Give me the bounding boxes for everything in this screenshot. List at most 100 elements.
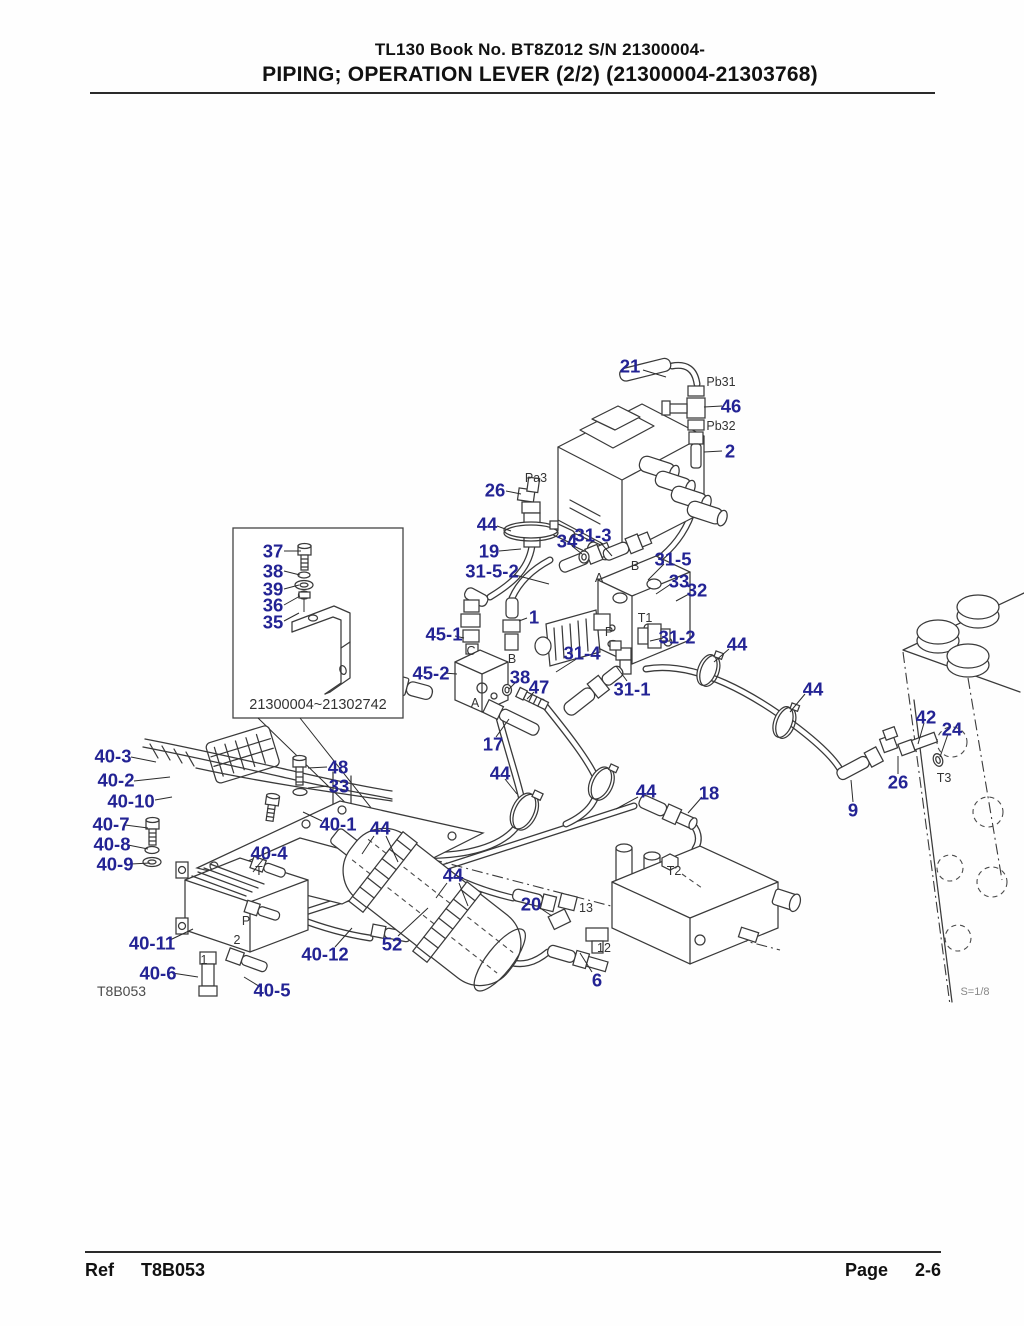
- callout-33: 33: [329, 776, 350, 797]
- port-Pb32: Pb32: [706, 419, 735, 433]
- drawing-ref: T8B053: [97, 983, 146, 999]
- callout-47: 47: [529, 677, 550, 698]
- page-footer: Ref T8B053 Page 2-6: [85, 1251, 941, 1281]
- fitting-chain-9-26-42-24: [836, 725, 944, 781]
- callout-31-4: 31-4: [563, 643, 601, 664]
- centerlines: [349, 651, 1003, 1006]
- callout-32: 32: [687, 580, 708, 601]
- fitting-chain-20-13-12-6: [511, 888, 609, 973]
- callout-35: 35: [263, 612, 284, 633]
- callout-9: 9: [848, 800, 858, 821]
- callout-34: 34: [557, 531, 578, 552]
- fitting-40-5: [224, 947, 268, 973]
- port-T3: T3: [937, 771, 952, 785]
- callout-45-2: 45-2: [412, 663, 449, 684]
- callout-40-6: 40-6: [139, 963, 176, 984]
- band-clamp: [411, 880, 483, 964]
- section-title: PIPING; OPERATION LEVER (2/2) (21300004-…: [262, 63, 818, 86]
- port-B: B: [508, 652, 516, 666]
- footer-ref: Ref T8B053: [85, 1260, 205, 1281]
- control-valve-assembly: [550, 403, 728, 561]
- callout-26: 26: [888, 772, 909, 793]
- fitting-pa3-19: [503, 476, 559, 548]
- fitting-40-6: [198, 951, 218, 997]
- inset-box: [232, 527, 407, 853]
- callout-46: 46: [721, 396, 742, 417]
- page-value: 2-6: [914, 1260, 941, 1280]
- callout-31-5: 31-5: [654, 549, 691, 570]
- port-Pa3: Pa3: [525, 471, 547, 485]
- scale-note: S=1/8: [960, 986, 989, 998]
- fitting-chain-21-46-2: [619, 357, 706, 469]
- band-clamp: [347, 830, 419, 914]
- callout-40-7: 40-7: [92, 814, 129, 835]
- callout-31-3: 31-3: [574, 525, 611, 546]
- callout-37: 37: [263, 541, 284, 562]
- port-T1: T1: [638, 611, 653, 625]
- callout-33: 33: [669, 571, 690, 592]
- callout-40-5: 40-5: [253, 980, 290, 1001]
- leader-lines: [124, 369, 949, 989]
- callout-20: 20: [521, 894, 542, 915]
- tank-boss: [946, 643, 990, 678]
- callout-44: 44: [370, 818, 391, 839]
- tank-boss: [956, 594, 1000, 629]
- ref-value: T8B053: [141, 1260, 206, 1280]
- callout-44: 44: [803, 679, 824, 700]
- port-P: P: [605, 625, 613, 639]
- callout-19: 19: [479, 541, 500, 562]
- bolt-48: [292, 754, 308, 797]
- bottom-valve-block: [611, 843, 802, 965]
- port-T2: T2: [667, 864, 682, 878]
- callout-40-1: 40-1: [319, 814, 356, 835]
- port-B: B: [631, 559, 639, 573]
- bolt-40-7: [145, 816, 160, 846]
- callout-31-1: 31-1: [613, 679, 650, 700]
- callout-38: 38: [510, 667, 531, 688]
- inset-caption: 21300004~21302742: [249, 697, 387, 713]
- callout-44: 44: [443, 865, 464, 886]
- callout-40-2: 40-2: [97, 770, 134, 791]
- port-Pb31: Pb31: [706, 375, 735, 389]
- callout-44: 44: [490, 763, 511, 784]
- callout-39: 39: [263, 579, 284, 600]
- bolt-40-10: [264, 792, 281, 823]
- port-13: 13: [579, 901, 593, 915]
- callout-40-11: 40-11: [129, 933, 175, 954]
- callout-40-3: 40-3: [94, 746, 131, 767]
- callout-18: 18: [699, 783, 720, 804]
- book-title: TL130 Book No. BT8Z012 S/N 21300004-: [374, 40, 706, 59]
- hose-sleeve-52: [330, 827, 526, 992]
- callout-6: 6: [592, 970, 602, 991]
- fitting-18: [638, 795, 698, 830]
- manifold-31-5: [534, 555, 691, 716]
- callout-45-1: 45-1: [425, 624, 462, 645]
- clamp-ring-19: [503, 520, 559, 542]
- callout-26: 26: [485, 480, 506, 501]
- callout-40-12: 40-12: [301, 944, 348, 965]
- callout-31-5-2: 31-5-2: [465, 561, 518, 582]
- port-1: 1: [201, 953, 208, 967]
- callout-44: 44: [636, 781, 657, 802]
- callout-21: 21: [620, 356, 641, 377]
- callout-36: 36: [263, 595, 284, 616]
- footer-page: Page 2-6: [845, 1260, 941, 1281]
- port-P: P: [242, 914, 250, 928]
- port-2: 2: [234, 933, 241, 947]
- washer-40-8: [144, 845, 160, 855]
- hydraulic-tank: [902, 592, 1024, 1003]
- page-header: TL130 Book No. BT8Z012 S/N 21300004- PIP…: [90, 40, 935, 94]
- callout-2: 2: [725, 441, 735, 462]
- callout-44: 44: [727, 634, 748, 655]
- tank-boss: [916, 619, 960, 654]
- callout-40-8: 40-8: [93, 834, 130, 855]
- callout-40-10: 40-10: [107, 791, 154, 812]
- bracket-bolt: [294, 542, 314, 612]
- hose-clamps: [509, 650, 801, 831]
- callout-17: 17: [483, 734, 504, 755]
- ref-label: Ref: [85, 1260, 115, 1280]
- callout-24: 24: [942, 719, 963, 740]
